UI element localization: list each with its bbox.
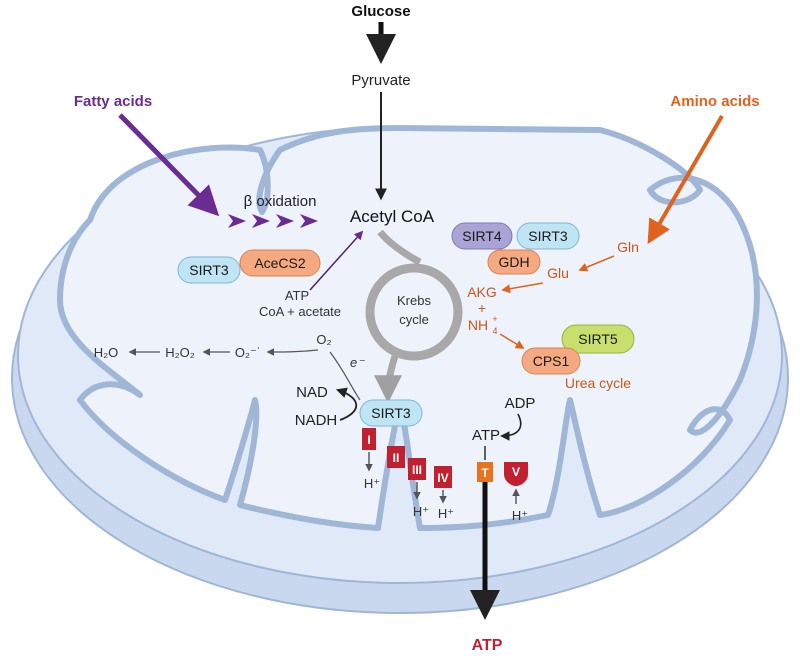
h-plus-1: H⁺: [364, 476, 380, 491]
complex-iii: III H⁺: [408, 458, 429, 519]
acecs2-pill: [239, 249, 321, 277]
nh4-label: NH: [468, 317, 488, 333]
nh4-sub: 4: [492, 326, 497, 336]
h-plus-3: H⁺: [413, 504, 429, 519]
nad-label: NAD: [296, 384, 328, 401]
sirt3-right-label: SIRT3: [528, 228, 568, 244]
nh4-sup: +: [492, 314, 497, 324]
nadh-to-nad-arrow: [335, 387, 358, 421]
nadh-label: NADH: [295, 412, 338, 429]
complex-i: I H⁺: [362, 428, 380, 491]
svg-text:III: III: [412, 463, 422, 477]
plus-label: +: [478, 300, 486, 316]
h-plus-4: H⁺: [438, 506, 454, 521]
sirt4-label: SIRT4: [462, 228, 502, 244]
nh4-to-cps1-arrow: [499, 333, 525, 349]
krebs-label-1: Krebs: [397, 293, 431, 308]
sirt3-left-label: SIRT3: [189, 262, 229, 278]
o2-to-radical-arrow: [266, 348, 319, 356]
complex-iv: IV H⁺: [434, 466, 454, 521]
atp-mid-label: ATP: [472, 427, 500, 444]
cps1-pill: [521, 347, 581, 375]
urea-cycle-label: Urea cycle: [565, 375, 631, 391]
svg-text:T: T: [481, 466, 489, 480]
sirt3-bottom-label: SIRT3: [371, 405, 411, 421]
atp-synthase: T V H⁺: [477, 462, 528, 523]
fatty-acids-arrow: [118, 113, 220, 217]
acetyl-coa-label: Acetyl CoA: [350, 207, 435, 226]
svg-text:II: II: [393, 451, 400, 465]
h2o-label: H₂O: [94, 345, 119, 360]
beta-oxidation-arrows: [228, 214, 318, 228]
o2-label: O₂: [316, 332, 331, 347]
gln-to-glu-arrow: [578, 255, 615, 272]
svg-text:IV: IV: [437, 471, 448, 485]
fatty-acids-label: Fatty acids: [74, 93, 152, 110]
akg-label: AKG: [467, 284, 497, 300]
sirt5-label: SIRT5: [578, 331, 618, 347]
h2o2-label: H₂O₂: [165, 345, 195, 360]
krebs-label-2: cycle: [399, 312, 429, 327]
inner-membrane-cristae: [57, 125, 760, 531]
svg-text:V: V: [512, 465, 520, 479]
sirt3-bottom-pill: [359, 399, 423, 427]
sirt3-right-pill: [516, 222, 580, 250]
acecs2-label: AceCS2: [254, 255, 306, 271]
svg-text:I: I: [367, 433, 370, 447]
amino-acids-label: Amino acids: [670, 93, 759, 110]
krebs-cycle: Krebs cycle: [365, 229, 463, 404]
cps1-label: CPS1: [533, 353, 570, 369]
sirt5-pill: [561, 324, 635, 354]
glu-label: Glu: [547, 265, 569, 281]
sirt4-pill: [451, 222, 513, 250]
gln-label: Gln: [617, 239, 639, 255]
beta-oxidation-label: β oxidation: [244, 193, 317, 210]
sirt3-left-pill: [177, 256, 241, 284]
electron-label: e⁻: [350, 355, 365, 370]
glucose-label: Glucose: [351, 3, 410, 20]
glu-to-akg-arrow: [501, 282, 544, 294]
adp-label: ADP: [505, 395, 536, 412]
electron-line: [329, 351, 361, 401]
acetate-to-acetylcoa-arrow: [309, 230, 364, 291]
atp-output-label: ATP: [472, 637, 503, 654]
amino-acids-arrow: [647, 114, 724, 245]
gdh-pill: [487, 249, 541, 275]
complex-ii: II: [387, 446, 405, 468]
adp-to-atp-arrow: [500, 413, 522, 441]
o2-radical-label: O₂⁻˙: [235, 345, 261, 360]
pyruvate-label: Pyruvate: [351, 72, 410, 89]
gdh-label: GDH: [498, 254, 529, 270]
coa-acetate-label: CoA + acetate: [259, 304, 341, 319]
atp-small-label: ATP: [285, 288, 309, 303]
h-plus-5: H⁺: [512, 508, 528, 523]
